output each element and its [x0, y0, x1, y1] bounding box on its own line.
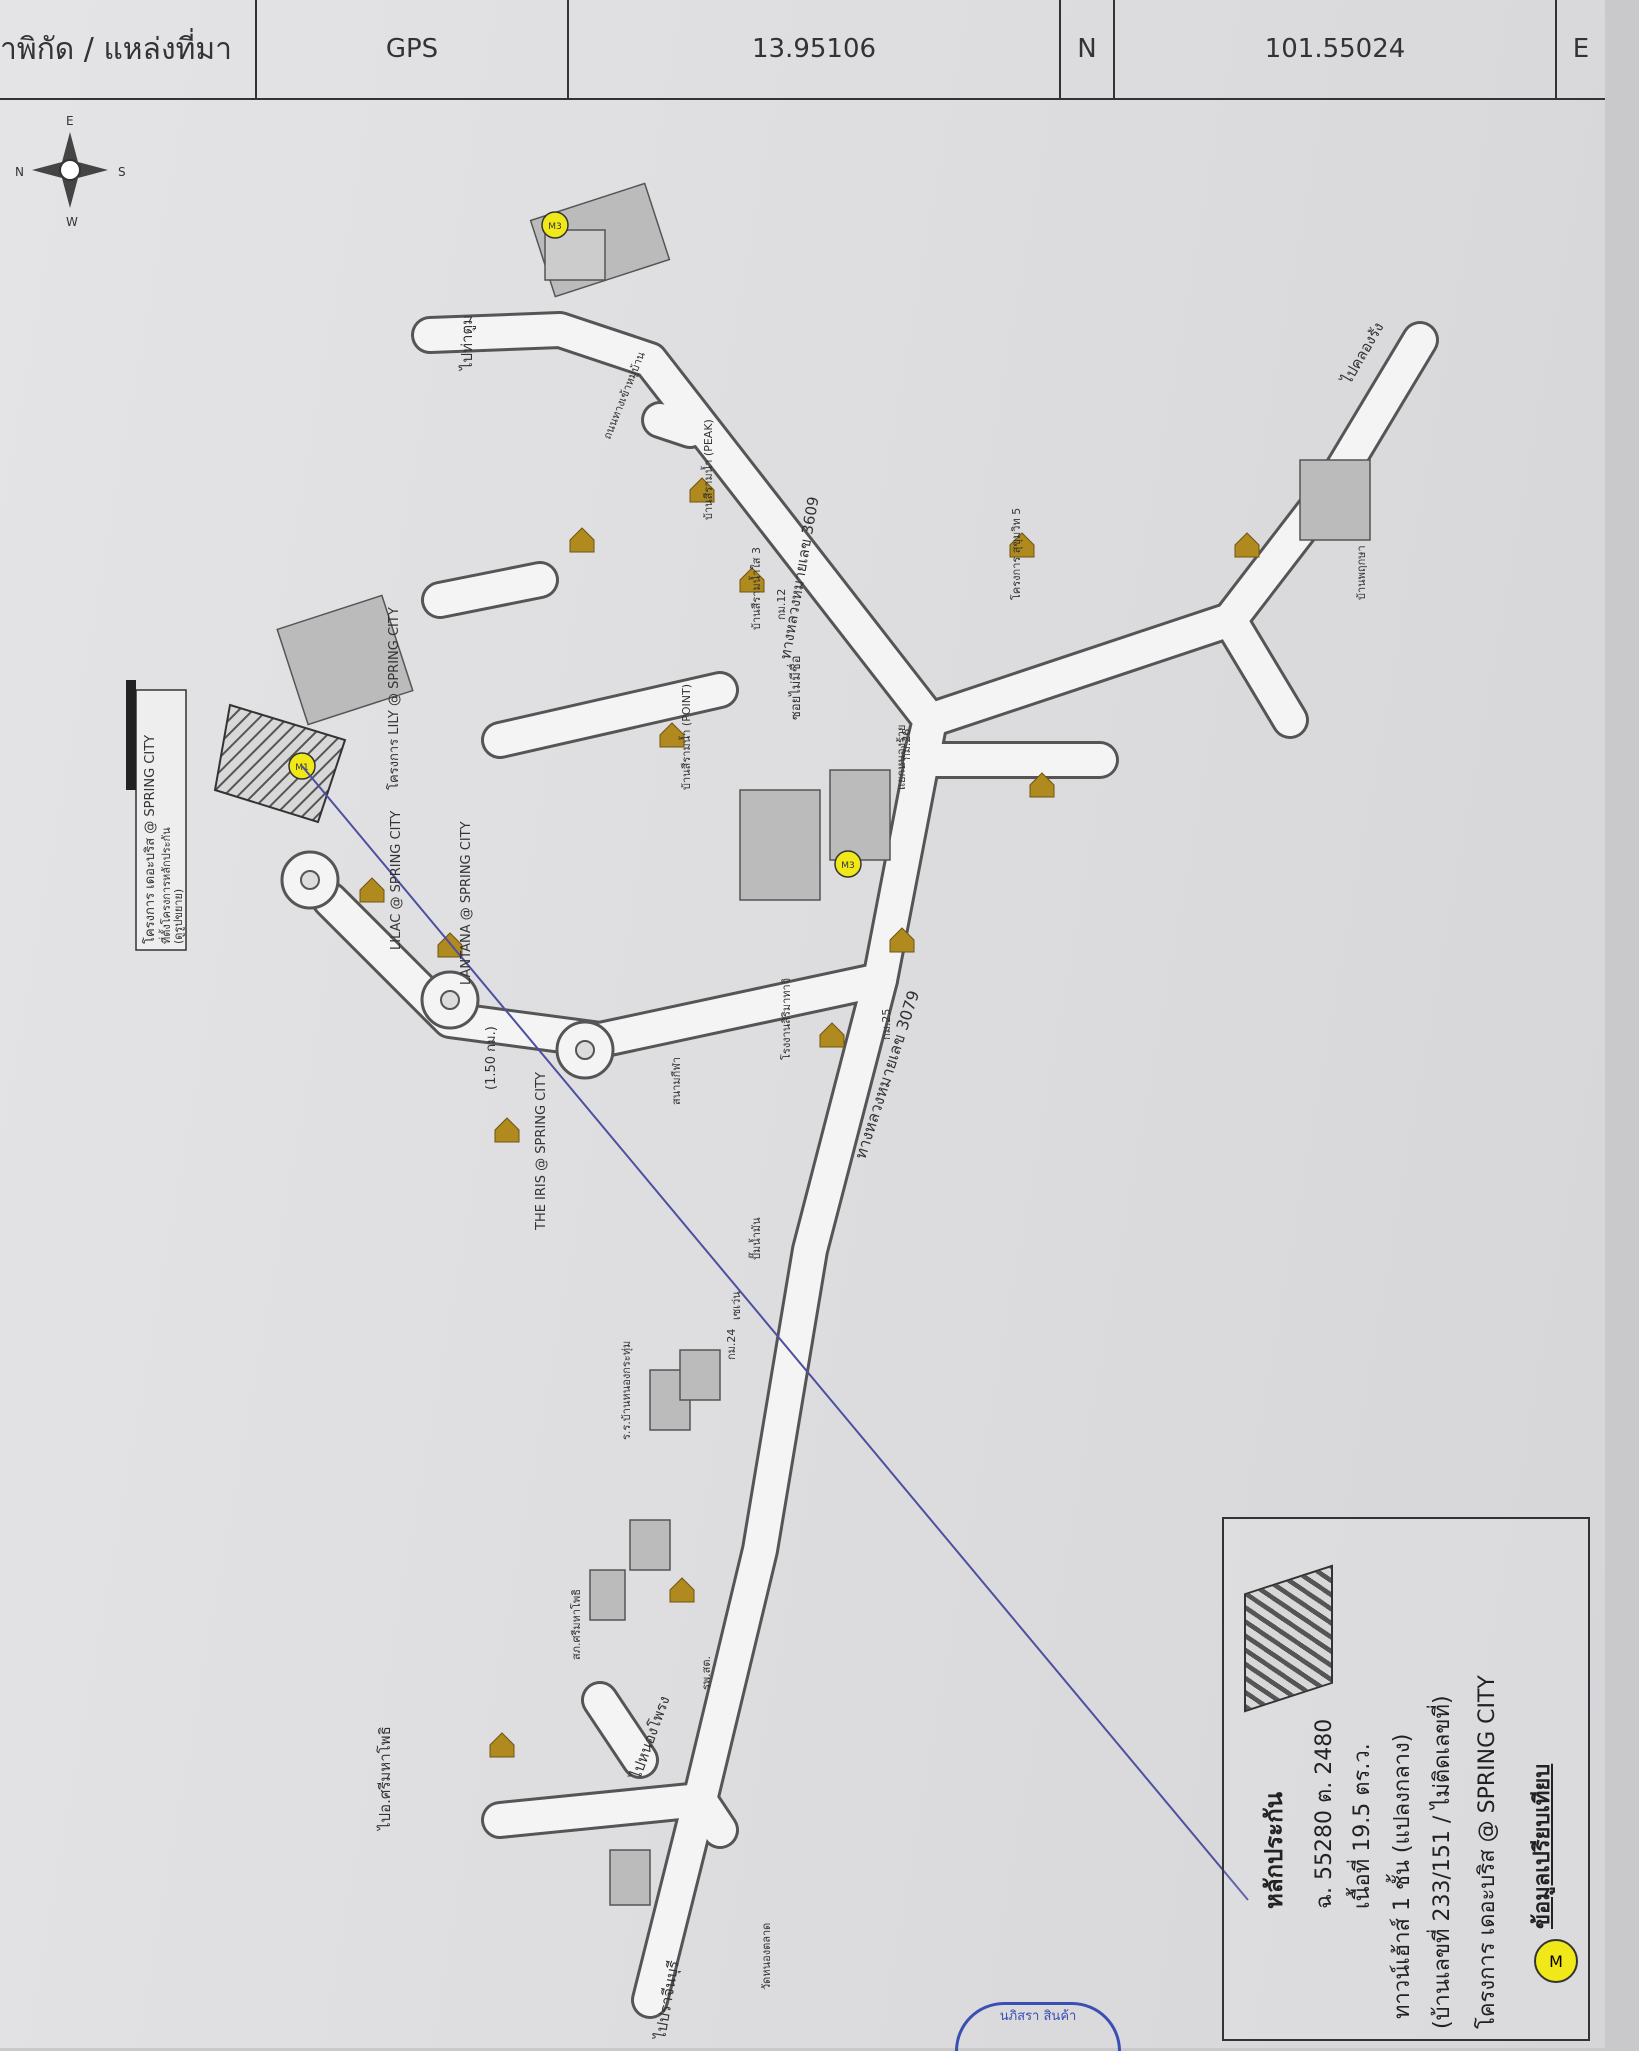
label-km24: กม.24	[725, 1329, 738, 1360]
label-sanam: สนามกีฬา	[670, 1057, 683, 1105]
svg-text:M1: M1	[295, 763, 309, 773]
project-marker-m3: M3	[834, 850, 862, 878]
label-seven: เซเว่น	[730, 1291, 743, 1320]
label-police: สภ.ศรีมหาโพธิ	[569, 1589, 583, 1660]
legend-box: M หลักประกัน ฉ. 55280 ต. 2480 เนื้อที่ 1…	[1222, 1517, 1590, 2041]
svg-text:โครงการ เดอะบริส @ SPRING CITY: โครงการ เดอะบริส @ SPRING CITY	[142, 735, 158, 944]
compass-n: N	[15, 165, 24, 179]
label-km26: กม.26	[900, 729, 913, 760]
main-project-label: โครงการ เดอะบริส @ SPRING CITY ที่ตั้งโค…	[126, 680, 187, 951]
label-point: บ้านสีรามน้ำ (POINT)	[678, 684, 693, 790]
label-to-sri-maha-phot: ไปอ.ศรีมหาโพธิ	[376, 1726, 394, 1831]
legend-address: (บ้านเลขที่ 233/151 / ไม่ติดเลขที่)	[1430, 1695, 1455, 2029]
label-junction: แยกหนองร้าย	[895, 725, 908, 790]
label-to-tha-tum: ไปท่าตูม	[458, 315, 476, 371]
official-stamp: นภิสรา สินค้า	[955, 2002, 1121, 2051]
label-km12: กม.12	[775, 589, 788, 620]
label-factory: โรงงานสิริมาทาจิ	[779, 978, 793, 1060]
header-lon-dir: E	[1572, 34, 1590, 64]
label-wat: วัดหนองตลาด	[760, 1923, 773, 1990]
compass-w: W	[66, 215, 78, 229]
house-icons	[359, 477, 1260, 1758]
coordinate-header: าพิกัด / แหล่งที่มา GPS 13.95106 N 101.5…	[0, 0, 1605, 100]
road-network	[311, 311, 1439, 2019]
compass-e: E	[66, 114, 74, 128]
compass-s: S	[118, 165, 126, 179]
svg-text:ที่ตั้งโครงการหลักประกัน: ที่ตั้งโครงการหลักประกัน	[158, 827, 173, 944]
connector-line	[301, 765, 1249, 1901]
label-peak: บ้านสีรามน้ำ (PEAK)	[700, 419, 715, 520]
label-sr3: บ้านสีรามน้ำใส 3	[748, 547, 763, 630]
legend-project: โครงการ เดอะบริส @ SPRING CITY	[1475, 1675, 1500, 2029]
housing-blocks	[276, 182, 1371, 1906]
label-sr5: โครงการ สุขุมวิท 5	[1009, 508, 1023, 600]
label-hospital: รพ.สต.	[700, 1656, 713, 1690]
legend-type: ทาวน์เฮ้าส์ 1 ชั้น (แปลงกลาง)	[1390, 1733, 1415, 2019]
label-distance: (1.50 กม.)	[484, 1026, 499, 1090]
label-km25: กม.25	[880, 1009, 893, 1040]
svg-text:M3: M3	[548, 222, 562, 232]
label-lily: โครงการ LILY @ SPRING CITY	[386, 607, 402, 790]
legend-comparison: ข้อมูลเปรียบเทียบ	[1530, 1763, 1555, 1929]
location-map: N S E W	[15, 114, 1439, 2042]
map-sheet: าพิกัด / แหล่งที่มา GPS 13.95106 N 101.5…	[0, 0, 1605, 2051]
header-latitude: 13.95106	[569, 0, 1061, 98]
label-iris: THE IRIS @ SPRING CITY	[534, 1072, 549, 1231]
legend-title: หลักประกัน	[1260, 1791, 1288, 1909]
label-lantana: LANTANA @ SPRING CITY	[459, 821, 474, 985]
legend-area: เนื้อที่ 19.5 ตร.ว.	[1350, 1743, 1375, 1909]
compass-rose-icon: N S E W	[15, 114, 126, 229]
label-school: ร.ร.บ้านหนองกระทุ่ม	[620, 1341, 633, 1440]
header-longitude: 101.55024	[1115, 0, 1557, 98]
header-lat-dir: N	[1061, 0, 1115, 98]
label-soi: ซอยไม่มีชื่อ	[787, 655, 804, 720]
subject-plot-hatched	[213, 703, 347, 824]
label-villager: บ้านพฤกษา	[1355, 545, 1368, 600]
legend-marker-icon: M	[1534, 1939, 1578, 1983]
legend-deed: ฉ. 55280 ต. 2480	[1312, 1718, 1337, 1909]
header-source: GPS	[257, 0, 569, 98]
project-marker-m3b: M3	[541, 211, 569, 239]
label-lilac: LILAC @ SPRING CITY	[389, 811, 404, 950]
label-gas: ปั๊มน้ำมัน	[748, 1217, 763, 1260]
svg-text:M3: M3	[841, 861, 855, 871]
header-coordinate-label: าพิกัด / แหล่งที่มา	[0, 0, 257, 98]
roundabouts	[280, 850, 615, 1080]
svg-text:(ดูรูปขยาย): (ดูรูปขยาย)	[172, 889, 185, 944]
